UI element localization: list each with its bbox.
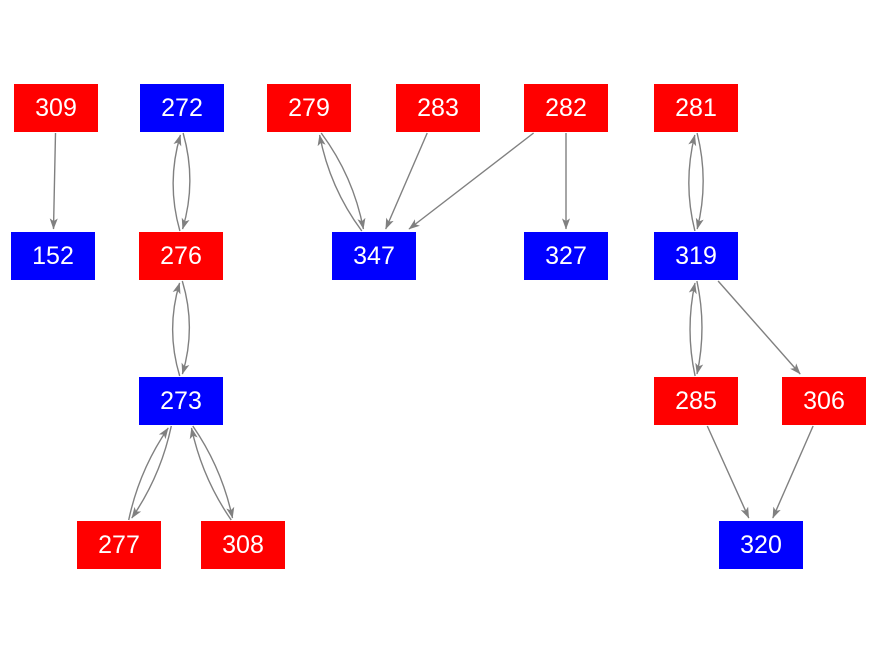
edge-group: [49, 132, 814, 521]
graph-edge-319-to-281: [688, 134, 697, 232]
graph-node-label: 273: [160, 386, 202, 415]
graph-node-347[interactable]: 347: [332, 232, 416, 280]
graph-node-label: 306: [803, 386, 845, 415]
graph-node-label: 283: [417, 93, 459, 122]
graph-node-label: 308: [222, 530, 264, 559]
graph-edge-308-to-273: [189, 427, 232, 521]
graph-node-320[interactable]: 320: [719, 521, 803, 569]
graph-node-309[interactable]: 309: [14, 84, 98, 132]
graph-edge-285-to-319: [688, 282, 697, 377]
graph-edge-347-to-279: [317, 134, 363, 232]
graph-node-label: 281: [675, 93, 717, 122]
graph-node-label: 320: [740, 530, 782, 559]
graph-edge-277-to-273: [128, 427, 169, 521]
graph-node-label: 319: [675, 241, 717, 270]
graph-edge-273-to-276: [171, 282, 181, 377]
graph-node-283[interactable]: 283: [396, 84, 480, 132]
graph-edge-319-to-306: [717, 280, 801, 375]
graph-node-308[interactable]: 308: [201, 521, 285, 569]
graph-node-281[interactable]: 281: [654, 84, 738, 132]
graph-edge-279-to-347: [320, 132, 366, 230]
graph-edge-282-to-347: [408, 132, 535, 230]
graph-node-282[interactable]: 282: [524, 84, 608, 132]
graph-edge-283-to-347: [385, 132, 428, 230]
graph-node-label: 152: [32, 241, 74, 270]
graph-edge-273-to-308: [192, 425, 235, 519]
graph-edge-285-to-320: [706, 425, 750, 519]
graph-node-label: 285: [675, 386, 717, 415]
graph-node-label: 327: [545, 241, 587, 270]
graph-node-label: 276: [160, 241, 202, 270]
graph-node-label: 272: [161, 93, 203, 122]
graph-node-152[interactable]: 152: [11, 232, 95, 280]
graph-node-label: 279: [288, 93, 330, 122]
graph-edge-272-to-276: [181, 132, 191, 230]
graph-node-label: 282: [545, 93, 587, 122]
graph-node-273[interactable]: 273: [139, 377, 223, 425]
graph-node-279[interactable]: 279: [267, 84, 351, 132]
graph-node-label: 347: [353, 241, 395, 270]
graph-node-327[interactable]: 327: [524, 232, 608, 280]
graph-node-285[interactable]: 285: [654, 377, 738, 425]
graph-node-276[interactable]: 276: [139, 232, 223, 280]
graph-edge-276-to-272: [172, 134, 182, 232]
graph-node-319[interactable]: 319: [654, 232, 738, 280]
graph-node-label: 277: [98, 530, 140, 559]
graph-node-306[interactable]: 306: [782, 377, 866, 425]
graph-node-272[interactable]: 272: [140, 84, 224, 132]
graph-edge-281-to-319: [695, 132, 704, 230]
graph-edge-273-to-277: [131, 425, 172, 519]
graph-edge-306-to-320: [772, 425, 814, 519]
graph-node-277[interactable]: 277: [77, 521, 161, 569]
graph-node-label: 309: [35, 93, 77, 122]
graph-edge-276-to-273: [181, 280, 191, 375]
graph-edge-319-to-285: [695, 280, 704, 375]
graph-edge-309-to-152: [49, 132, 58, 230]
